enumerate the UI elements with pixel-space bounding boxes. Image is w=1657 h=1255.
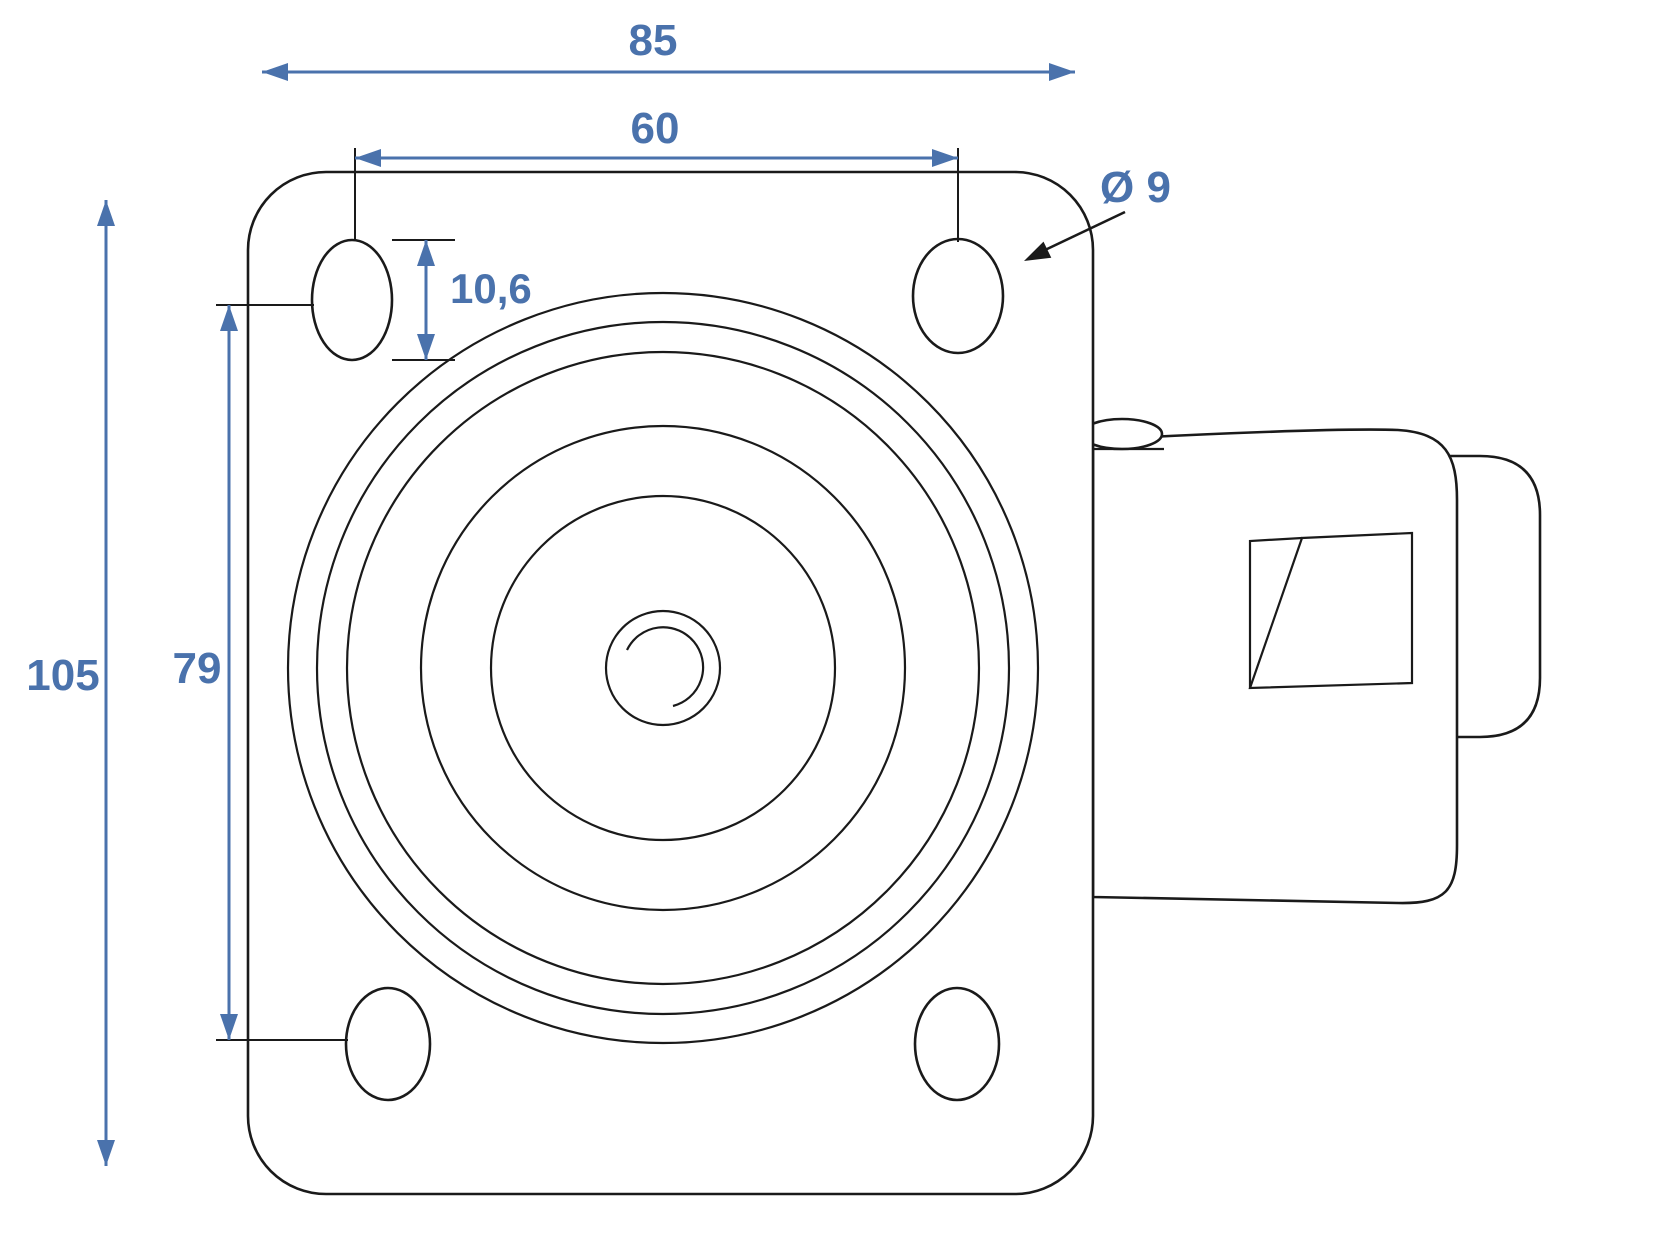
center-hole (604, 609, 722, 727)
dimension-hole-spacing-horizontal: 60 (355, 104, 958, 167)
arrow-60-left (355, 149, 381, 167)
swivel-circle-4 (419, 424, 907, 912)
lever-body-outline (1091, 428, 1459, 905)
arrow-85-left (262, 63, 288, 81)
dim-label-diameter: Ø 9 (1100, 163, 1171, 212)
dimension-hole-slot-height: 10,6 (417, 240, 532, 360)
wheel-cap-outline (1443, 454, 1542, 739)
mounting-hole-bottom-right (913, 986, 1001, 1102)
dim-label-60: 60 (631, 104, 680, 153)
leader-line-diameter (1044, 210, 1126, 252)
dimension-plate-width: 85 (262, 16, 1075, 81)
mounting-hole-top-left (310, 238, 394, 362)
dim-label-105: 105 (26, 651, 99, 700)
extension-lines (216, 148, 959, 1041)
arrow-106-top (417, 240, 435, 266)
swivel-circle-outer (286, 291, 1040, 1045)
dimension-hole-diameter: Ø 9 (1024, 163, 1171, 261)
brake-lever-side-view (1080, 417, 1542, 905)
dimension-plate-height: 105 (26, 200, 115, 1166)
arrow-60-right (932, 149, 958, 167)
mounting-hole-top-right (911, 237, 1005, 355)
arrow-79-top (220, 305, 238, 331)
arrow-79-bottom (220, 1014, 238, 1040)
dim-label-85: 85 (629, 16, 678, 65)
mounting-hole-bottom-left (344, 986, 432, 1102)
dimension-hole-spacing-vertical: 79 (173, 305, 238, 1040)
arrow-105-bottom (97, 1140, 115, 1166)
arrow-85-right (1049, 63, 1075, 81)
swivel-bearing-circles (286, 291, 1040, 1045)
arrow-106-bottom (417, 334, 435, 360)
mounting-holes (310, 237, 1005, 1102)
leader-arrow-diameter (1024, 241, 1052, 261)
swivel-circle-2 (315, 320, 1011, 1016)
swivel-circle-3 (345, 350, 981, 986)
swivel-circle-5 (489, 494, 837, 842)
center-hole-inner-arc (626, 626, 705, 708)
pedal-bevel-lines (1248, 536, 1303, 688)
dim-label-106: 10,6 (450, 265, 532, 312)
dim-label-79: 79 (173, 644, 222, 693)
arrow-105-top (97, 200, 115, 226)
